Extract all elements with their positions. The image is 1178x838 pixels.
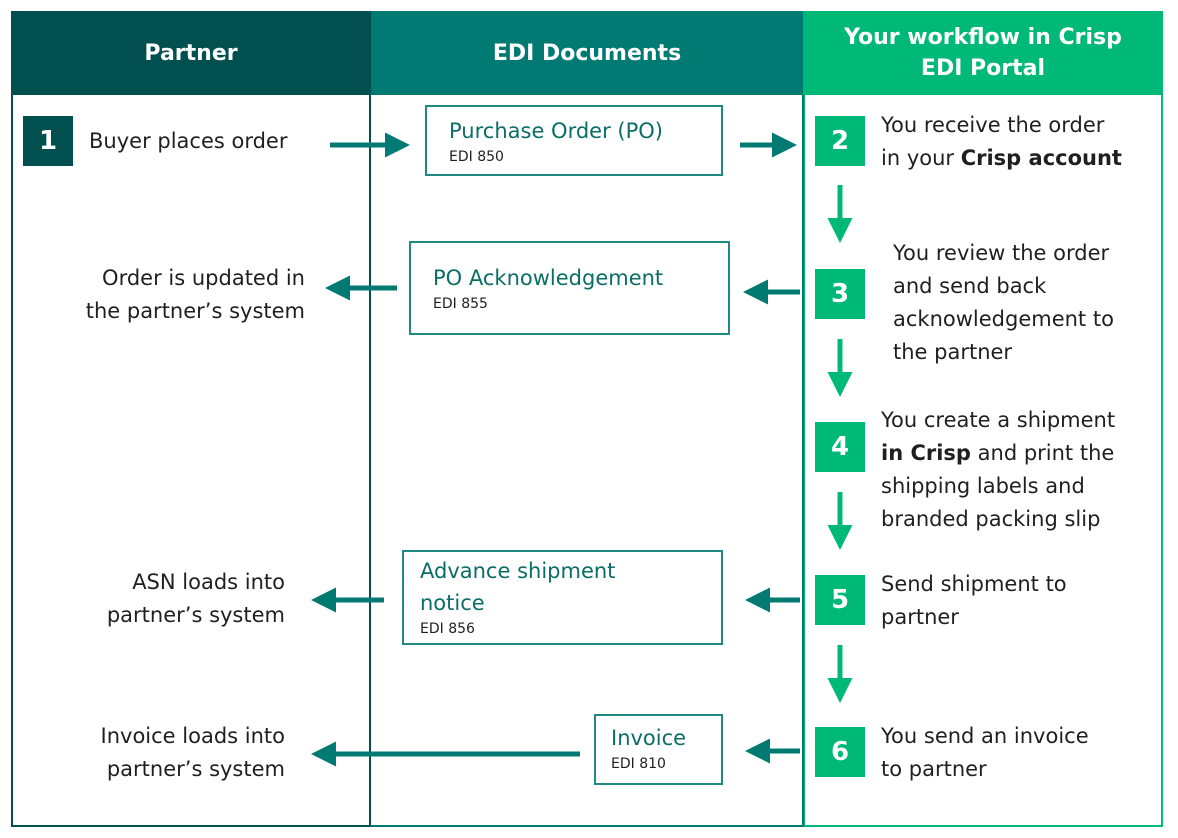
document-title: Purchase Order (PO) [449,119,663,143]
asn-loads-text: ASN loads into partner’s system [40,566,285,632]
document-title: PO Acknowledgement [433,266,664,290]
step-5-line: Send shipment to [881,572,1067,596]
column-divider [802,95,804,827]
step-3-line: acknowledgement to [893,307,1114,331]
step-1-badge: 1 [23,116,73,166]
step-4-text: You create a shipment in Crisp and print… [881,404,1161,536]
step-3-badge: 3 [815,269,865,319]
step-2-line: in your Crisp account [881,142,1156,175]
order-updated-line: the partner’s system [85,299,305,323]
step-5-text: Send shipment to partner [881,568,1151,634]
po-acknowledgement-document: PO Acknowledgement EDI 855 [409,241,730,335]
partner-header-label: Partner [144,40,238,66]
order-updated-text: Order is updated in the partner’s system [40,262,305,328]
invoice-loads-line: Invoice loads into [100,724,285,748]
crisp-account-emphasis: Crisp account [960,146,1122,170]
invoice-loads-line: partner’s system [106,757,285,781]
purchase-order-document: Purchase Order (PO) EDI 850 [425,105,723,176]
edi-documents-column [371,95,803,827]
partner-column-header: Partner [11,11,371,95]
document-code: EDI 856 [420,621,475,637]
invoice-loads-text: Invoice loads into partner’s system [40,720,285,786]
column-divider [369,95,371,827]
crisp-header-label: Your workflow in Crisp EDI Portal [844,25,1122,81]
invoice-document: Invoice EDI 810 [594,714,723,785]
edi-header-label: EDI Documents [492,40,682,66]
edi-documents-column-header: EDI Documents [371,11,803,95]
step-4-line: shipping labels and [881,474,1085,498]
step-number: 4 [830,432,850,462]
step-3-line: the partner [893,340,1013,364]
step-4-line: You create a shipment [881,408,1116,432]
step-6-line: You send an invoice [881,724,1089,748]
step-1-label: Buyer places order [89,129,288,153]
step-5-badge: 5 [815,575,865,625]
step-6-text: You send an invoice to partner [881,720,1151,786]
step-3-line: You review the order [893,241,1110,265]
step-2-text: You receive the order in your Crisp acco… [881,109,1156,175]
document-title: Invoice [611,726,687,750]
step-3-line: and send back [893,274,1047,298]
step-2-fragment: in your [881,146,961,170]
step-6-line: to partner [881,757,987,781]
crisp-workflow-column-header: Your workflow in Crisp EDI Portal [803,11,1163,95]
document-title: Advance shipment [420,559,616,583]
document-code: EDI 810 [611,756,666,772]
step-4-fragment: and print the [970,441,1115,465]
step-number: 3 [830,279,850,309]
step-1-text: Buyer places order [89,125,288,158]
order-updated-line: Order is updated in [102,266,305,290]
document-code: EDI 855 [433,296,488,312]
step-4-line: branded packing slip [881,507,1101,531]
document-code: EDI 850 [449,149,504,165]
asn-loads-line: ASN loads into [132,570,285,594]
crisp-workflow-column [803,95,1163,827]
step-number: 6 [830,737,850,767]
step-4-badge: 4 [815,422,865,472]
asn-loads-line: partner’s system [106,603,285,627]
step-number: 2 [830,126,850,156]
step-6-badge: 6 [815,727,865,777]
step-5-line: partner [881,605,959,629]
step-number: 1 [38,126,58,156]
step-number: 5 [830,585,850,615]
step-2-line: You receive the order [881,113,1105,137]
in-crisp-emphasis: in Crisp [881,441,971,465]
step-2-badge: 2 [815,116,865,166]
step-4-line: in Crisp and print the [881,437,1161,470]
advance-shipment-notice-document: Advance shipment notice EDI 856 [402,550,723,645]
step-3-text: You review the order and send back ackno… [893,237,1158,369]
document-title: notice [420,591,485,615]
